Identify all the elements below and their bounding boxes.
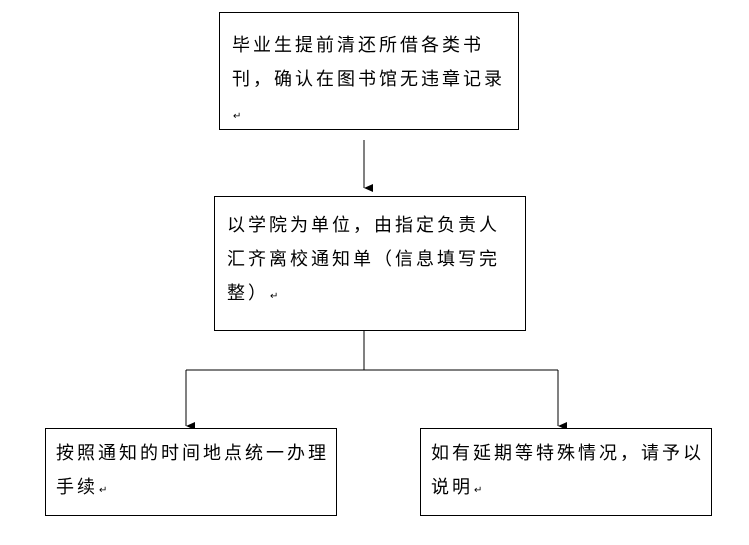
step-collect-forms-text: 以学院为单位，由指定负责人汇齐离校通知单（信息填写完整） [227,215,500,304]
step-process-procedures-text: 按照通知的时间地点统一办理手续 [56,443,329,498]
step-special-cases-box: 如有延期等特殊情况，请予以说明↵ [420,428,712,516]
paragraph-mark-2: ↵ [270,291,279,302]
step-process-procedures-box: 按照通知的时间地点统一办理手续↵ [45,428,337,516]
step-return-books-text: 毕业生提前清还所借各类书刊，确认在图书馆无违章记录 [232,35,505,90]
step-special-cases-text: 如有延期等特殊情况，请予以说明 [431,443,704,498]
step-return-books-box: 毕业生提前清还所借各类书刊，确认在图书馆无违章记录 ↵ [219,12,519,130]
paragraph-mark-3: ↵ [99,485,108,496]
step-collect-forms-box: 以学院为单位，由指定负责人汇齐离校通知单（信息填写完整）↵ [214,196,526,331]
paragraph-mark-1: ↵ [233,111,242,122]
paragraph-mark-4: ↵ [474,485,483,496]
